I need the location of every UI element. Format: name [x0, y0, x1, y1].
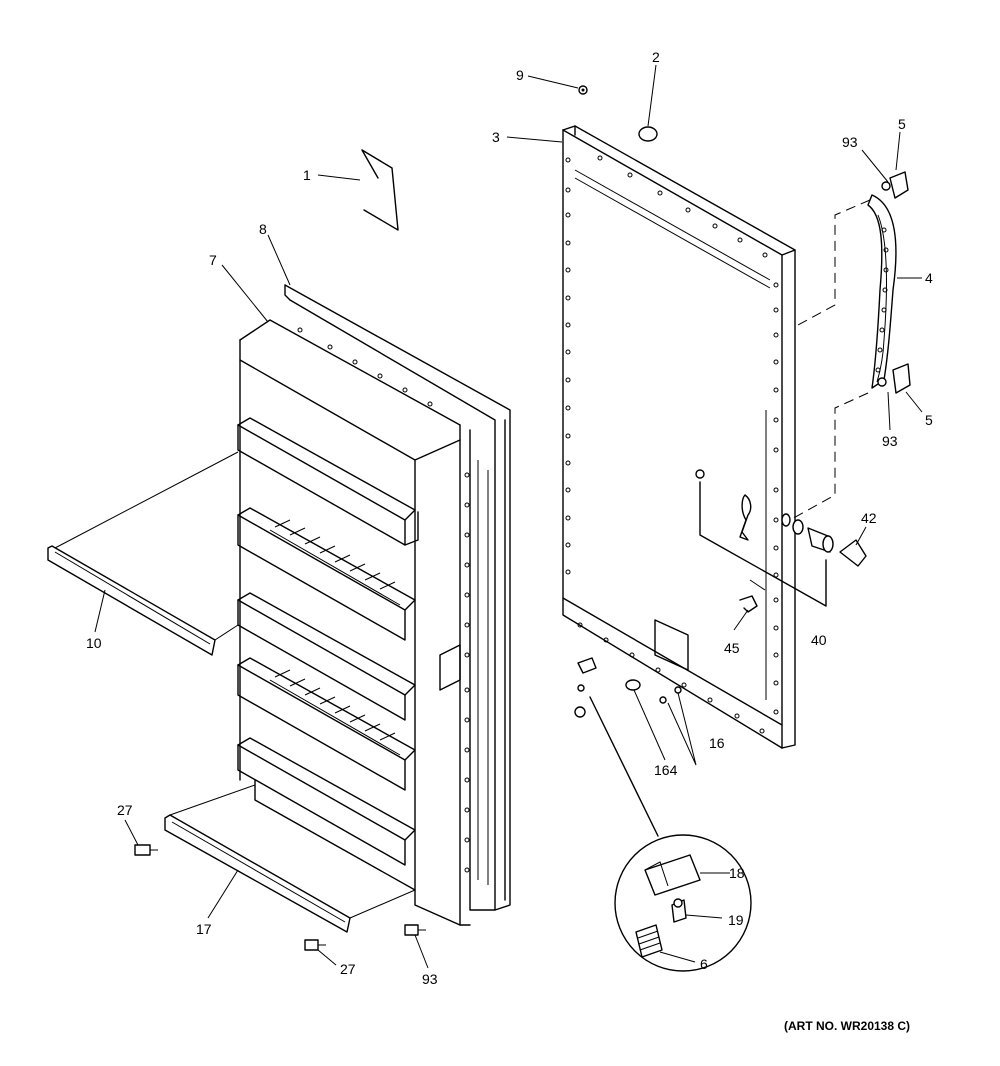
door-shelf-4-wire	[237, 657, 416, 791]
callout-16: 16	[709, 735, 725, 751]
liner-hole-row	[297, 327, 470, 873]
part-93-screw-bottom	[404, 924, 426, 936]
callout-93-bottom: 93	[422, 971, 438, 987]
callout-9: 9	[516, 67, 524, 83]
callout-8: 8	[259, 221, 267, 237]
magnified-detail-circle	[614, 834, 752, 972]
outer-door-panel	[562, 125, 796, 749]
door-shelf-5	[237, 737, 416, 866]
part-10-shelf-rail	[47, 545, 216, 656]
panel-hole-row-left	[565, 157, 571, 575]
rail-10-alignment-line	[54, 451, 239, 641]
callout-7: 7	[209, 252, 217, 268]
detail-callout-line	[589, 696, 659, 837]
callout-93-middle: 93	[882, 433, 898, 449]
panel-hole-row-top	[597, 155, 768, 258]
callout-labels: 1 9 2 3 5 93 4 5 93 8 7 10 27 17 27 93 4…	[86, 49, 933, 987]
part-40-bracket-line	[699, 481, 827, 607]
callout-6: 6	[700, 956, 708, 972]
callout-40: 40	[811, 632, 827, 648]
callout-42: 42	[861, 510, 877, 526]
part-5-handle-end-cap-top	[889, 171, 909, 199]
callout-93-top: 93	[842, 134, 858, 150]
handle-alignment-line-bottom	[789, 392, 869, 521]
callout-45: 45	[724, 640, 740, 656]
callout-2: 2	[652, 49, 660, 65]
callout-18: 18	[729, 865, 745, 881]
callout-164: 164	[654, 762, 678, 778]
part-2-plug	[638, 126, 658, 142]
part-27-screw-bottom	[304, 939, 326, 951]
part-42-key	[839, 539, 867, 567]
inner-door-liner	[237, 284, 511, 926]
callout-5-bottom: 5	[925, 412, 933, 428]
bottom-hardware-small-parts	[574, 657, 682, 718]
door-shelf-2-wire	[237, 507, 416, 641]
handle-mounting-screw-top	[881, 181, 891, 191]
part-5-handle-end-cap-bottom	[892, 363, 911, 394]
callout-3: 3	[492, 129, 500, 145]
callout-19: 19	[728, 912, 744, 928]
handle-mounting-screw-bottom	[877, 377, 887, 387]
panel-hole-row-bottom	[577, 622, 765, 734]
part-18-bracket-detail	[644, 854, 701, 896]
callout-17: 17	[196, 921, 212, 937]
callout-5-top: 5	[898, 116, 906, 132]
door-shelf-1	[237, 417, 419, 546]
panel-hole-row-right	[773, 282, 779, 715]
callout-1: 1	[303, 167, 311, 183]
part-17-shelf-rail	[164, 814, 351, 933]
callout-27-bottom: 27	[340, 961, 356, 977]
lock-assembly-parts	[695, 469, 834, 553]
leader-lines	[94, 64, 923, 969]
part-9-screw	[578, 85, 588, 95]
part-45-clip	[739, 595, 758, 613]
art-number: (ART NO. WR20138 C)	[784, 1019, 910, 1033]
part-27-screw-left	[134, 844, 158, 856]
part-1-label-sticker	[361, 149, 399, 231]
rail-17-alignment-line	[169, 784, 416, 919]
callout-27-left: 27	[117, 802, 133, 818]
callout-4: 4	[925, 270, 933, 286]
door-shelf-3	[237, 592, 416, 721]
part-4-handle	[867, 194, 897, 389]
callout-10: 10	[86, 635, 102, 651]
handle-alignment-line-top	[797, 199, 871, 326]
